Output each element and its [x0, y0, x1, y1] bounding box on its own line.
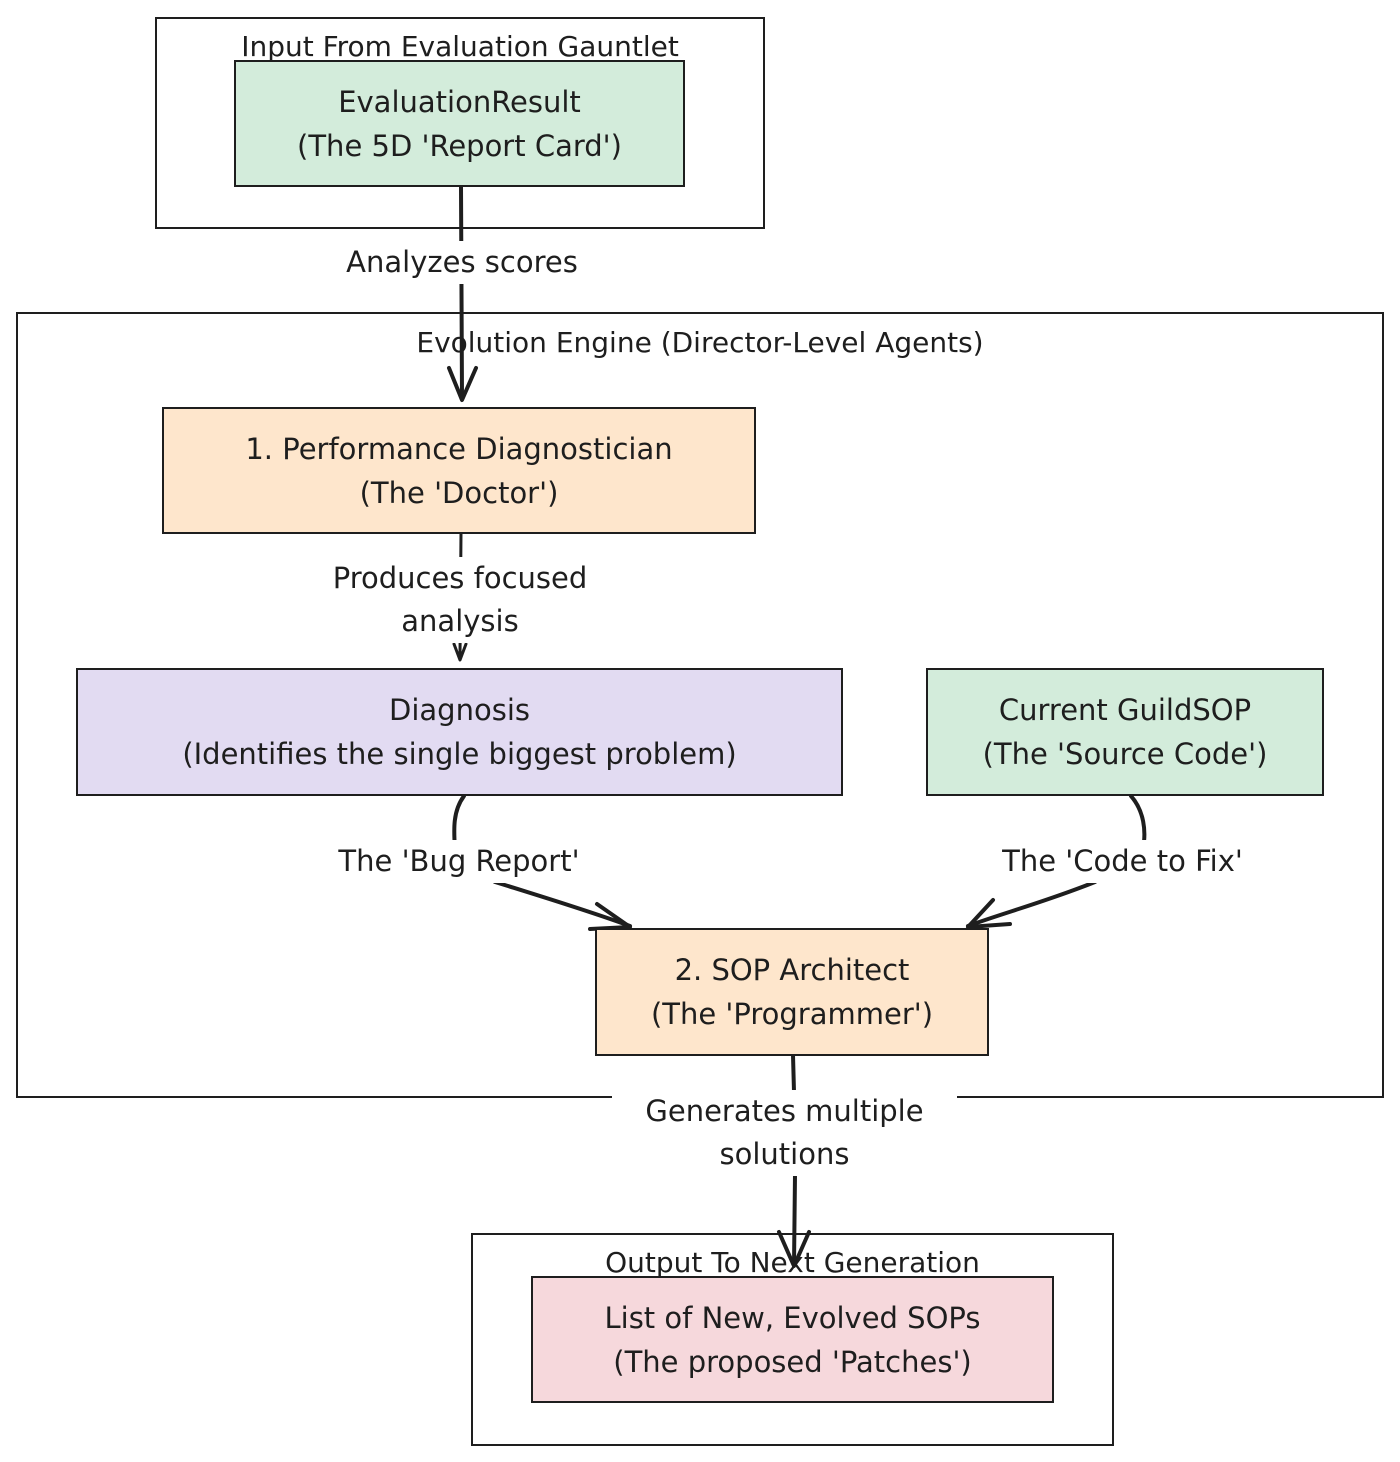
sop-architect-subtitle: (The 'Programmer')	[650, 997, 934, 1031]
diagnosis-node: Diagnosis (Identifies the single biggest…	[76, 668, 843, 796]
evaluation-result-node: EvaluationResult (The 5D 'Report Card')	[234, 60, 685, 187]
edge-label-analyzes-scores: Analyzes scores	[312, 241, 612, 284]
current-guild-sop-subtitle: (The 'Source Code')	[982, 737, 1268, 771]
performance-diagnostician-subtitle: (The 'Doctor')	[359, 475, 559, 510]
current-guild-sop-title: Current GuildSOP	[998, 693, 1252, 727]
sop-architect-title: 2. SOP Architect	[674, 953, 910, 987]
output-group: Output To Next Generation	[471, 1233, 1114, 1446]
input-group-title: Input From Evaluation Gauntlet	[241, 30, 679, 63]
performance-diagnostician-title: 1. Performance Diagnostician	[245, 431, 673, 466]
evolved-sops-title: List of New, Evolved SOPs	[604, 1300, 981, 1335]
edge-code-to-fix	[966, 794, 1147, 929]
edge-analyzes-scores	[447, 184, 478, 402]
sop-architect-node: 2. SOP Architect (The 'Programmer')	[595, 928, 989, 1056]
input-group: Input From Evaluation Gauntlet	[155, 17, 765, 229]
edge-label-produces-line2: analysis	[401, 604, 519, 638]
performance-diagnostician-node: 1. Performance Diagnostician (The 'Docto…	[162, 407, 756, 534]
edge-label-bug-report: The 'Bug Report'	[300, 840, 618, 883]
evaluation-result-subtitle: (The 5D 'Report Card')	[297, 128, 622, 163]
edge-label-produces-analysis: Produces focused analysis	[290, 557, 630, 643]
evaluation-result-title: EvaluationResult	[338, 84, 581, 119]
evolution-engine-group-title: Evolution Engine (Director-Level Agents)	[416, 326, 984, 359]
diagnosis-title: Diagnosis	[389, 693, 530, 727]
edge-label-produces-line1: Produces focused	[332, 561, 588, 595]
evolved-sops-subtitle: (The proposed 'Patches')	[613, 1344, 972, 1379]
edge-label-code-to-fix: The 'Code to Fix'	[960, 840, 1285, 883]
edge-label-generates-solutions: Generates multiple solutions	[612, 1090, 957, 1176]
current-guild-sop-node: Current GuildSOP (The 'Source Code')	[926, 668, 1324, 796]
output-group-title: Output To Next Generation	[605, 1246, 980, 1279]
edge-generates-solutions	[777, 1053, 811, 1268]
diagnosis-subtitle: (Identifies the single biggest problem)	[182, 737, 737, 771]
edge-label-generates-line2: solutions	[719, 1137, 850, 1171]
evolved-sops-node: List of New, Evolved SOPs (The proposed …	[531, 1276, 1054, 1403]
edge-label-generates-line1: Generates multiple	[645, 1094, 924, 1128]
